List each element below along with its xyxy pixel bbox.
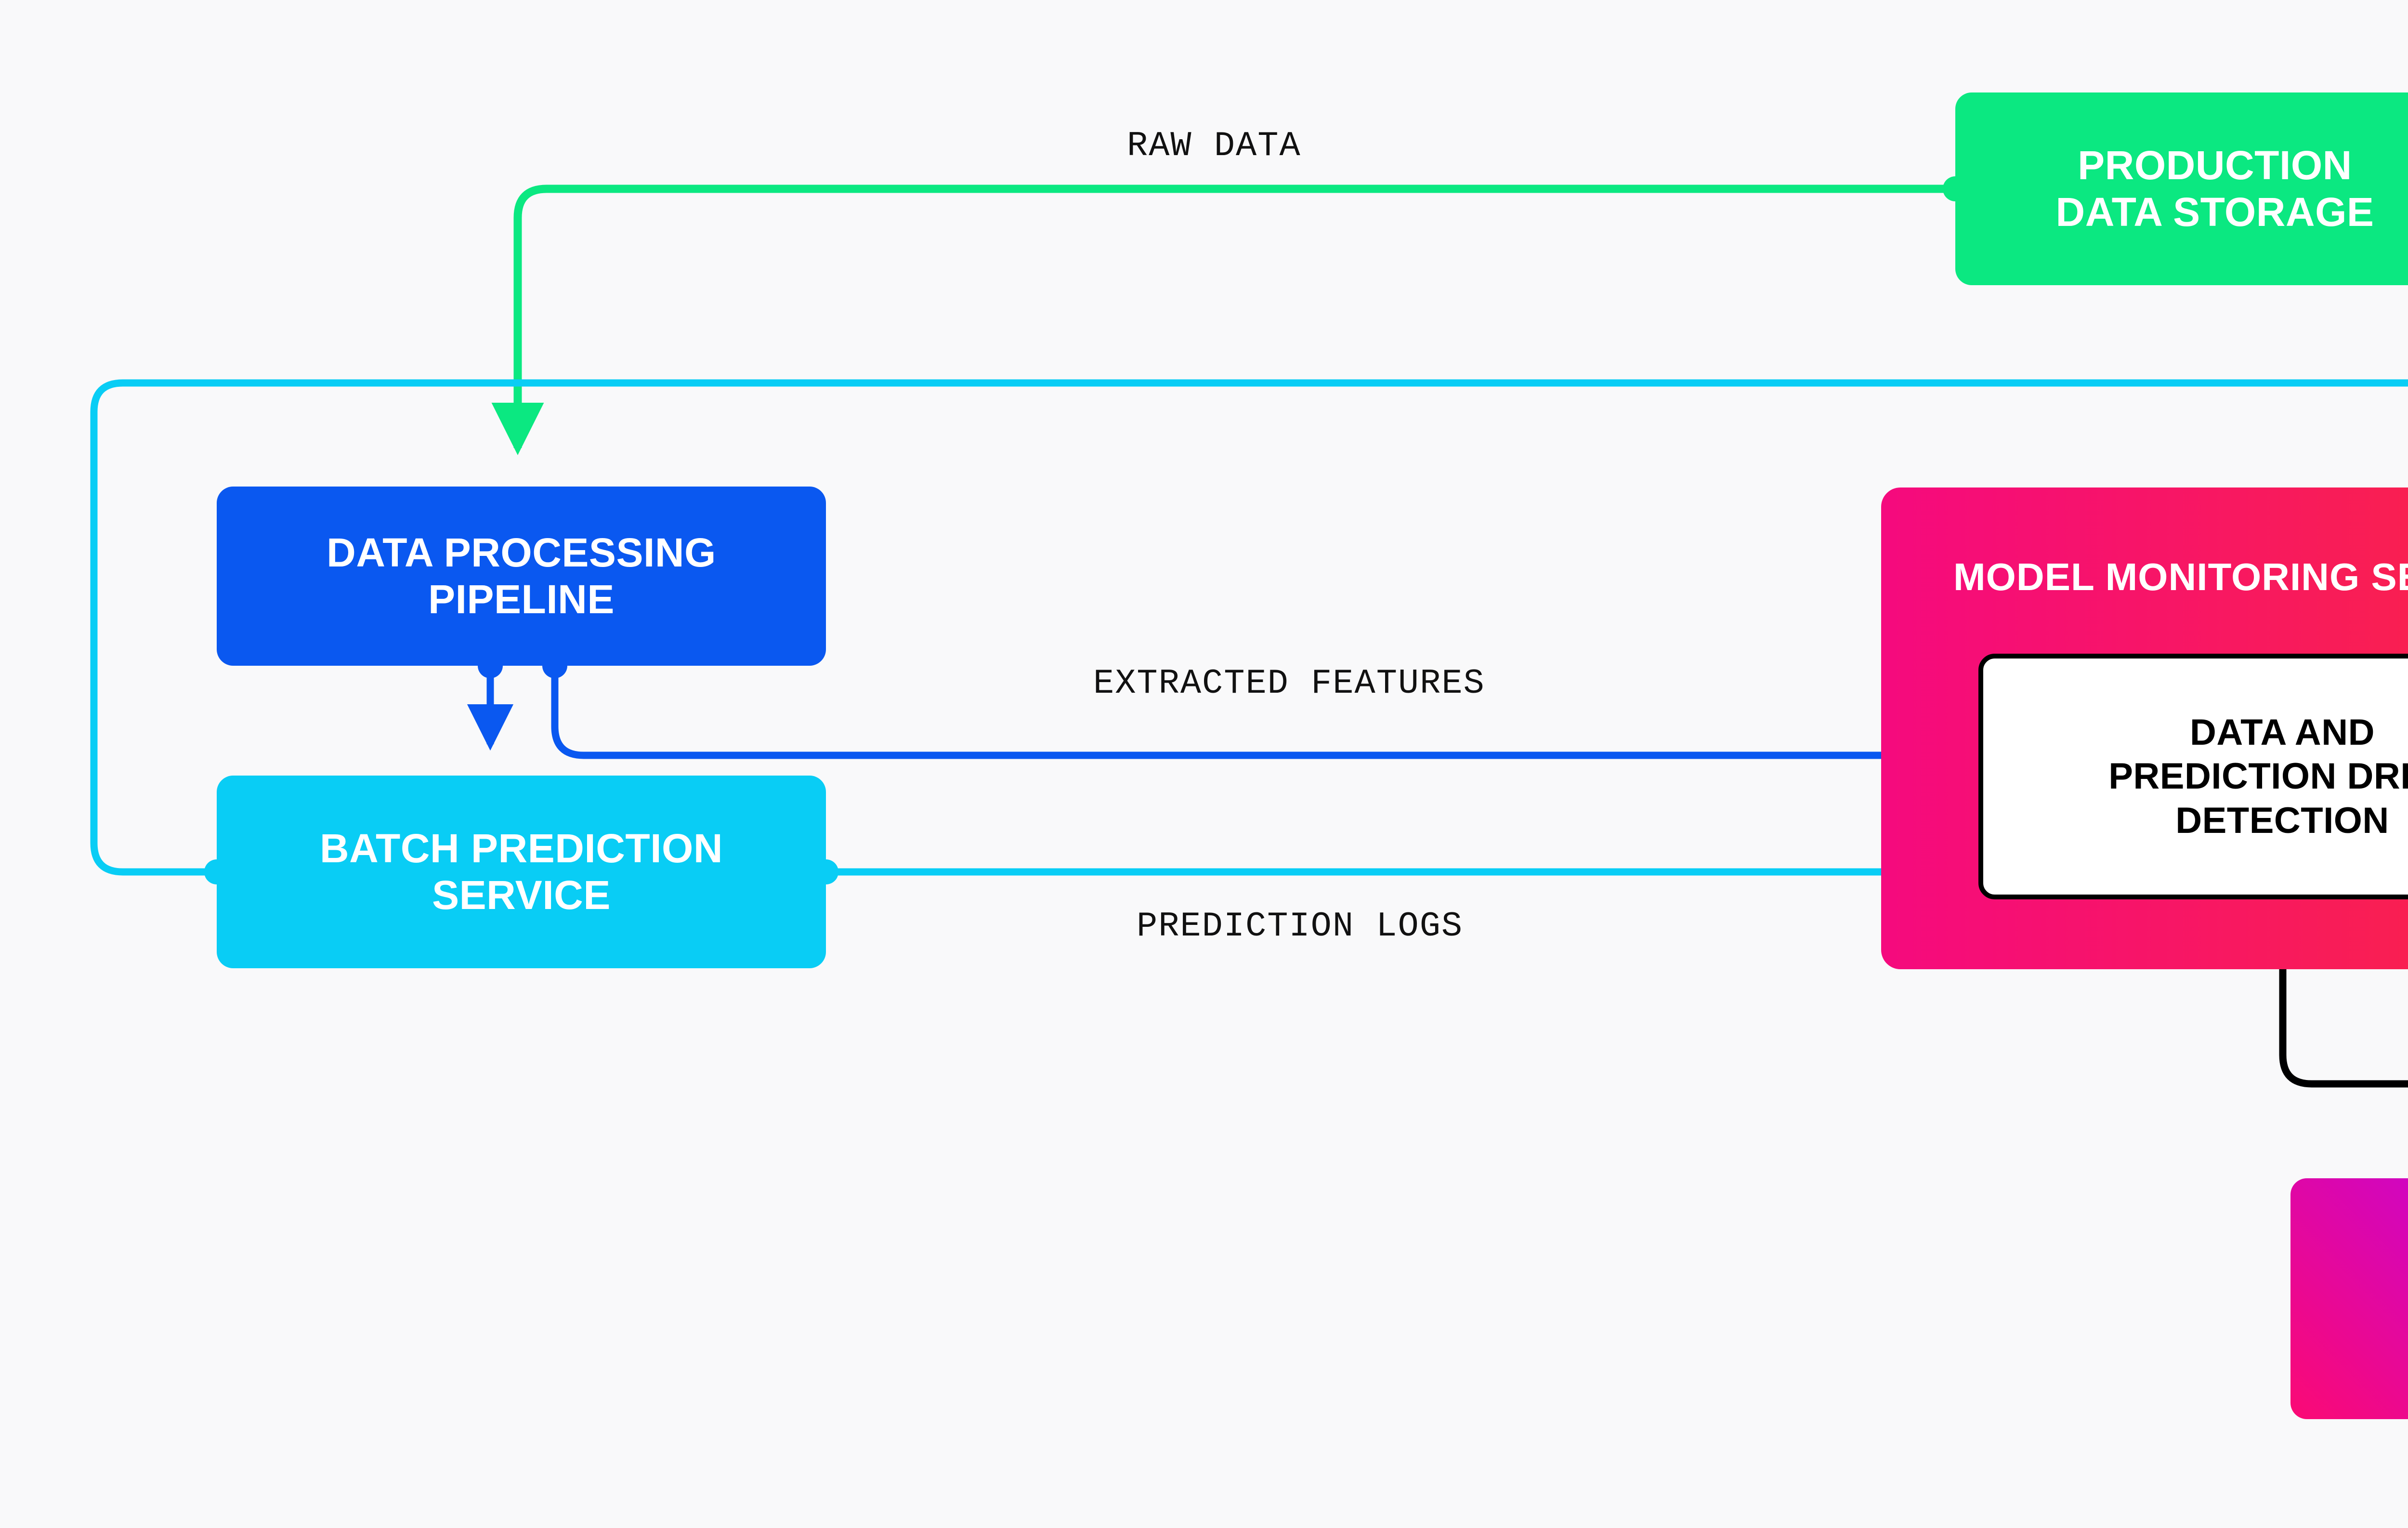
edge-label-prediction-logs: PREDICTION LOGS xyxy=(1137,907,1464,946)
edge-label-raw-data: RAW DATA xyxy=(1127,126,1301,166)
node-monitoring-and-visualization-tools[interactable]: MONITORING AND VISUALIZATION TOOLS xyxy=(2290,1178,2408,1419)
node-line-1: BATCH PREDICTION xyxy=(319,825,723,871)
node-line-2: PREDICTION DRIFT xyxy=(2108,756,2408,797)
node-line-2: DATA STORAGE xyxy=(2055,189,2374,235)
node-production-data-storage[interactable]: PRODUCTION DATA STORAGE xyxy=(1955,92,2408,285)
edge-raw-data xyxy=(491,176,1968,455)
node-data-processing-pipeline[interactable]: DATA PROCESSING PIPELINE xyxy=(217,487,826,666)
edge-label-extracted-features: EXTRACTED FEATURES xyxy=(1093,664,1485,703)
node-data-processing-pipeline-label: DATA PROCESSING PIPELINE xyxy=(217,529,826,623)
node-line-1: DATA PROCESSING xyxy=(327,529,716,575)
node-line-2: SERVICE xyxy=(432,872,611,918)
edge-pipeline-to-batch xyxy=(467,653,514,751)
edge-prediction-logs xyxy=(813,848,1950,896)
model-monitoring-service-title: MODEL MONITORING SERVICE xyxy=(1953,555,2408,598)
node-data-and-prediction-drift-detection[interactable]: DATA AND PREDICTION DRIFT DETECTION xyxy=(1978,654,2408,899)
node-batch-prediction-service-label: BATCH PREDICTION SERVICE xyxy=(217,825,826,919)
node-line-3: DETECTION xyxy=(2175,800,2389,841)
node-line-1: DATA AND xyxy=(2190,712,2375,753)
node-production-data-storage-label: PRODUCTION DATA STORAGE xyxy=(1955,142,2408,236)
node-line-1: PRODUCTION xyxy=(2078,142,2352,188)
node-monitoring-and-visualization-tools-label: MONITORING AND VISUALIZATION TOOLS xyxy=(2290,1228,2408,1369)
node-model-monitoring-service[interactable]: MODEL MONITORING SERVICE DATA AND PREDIC… xyxy=(1881,487,2408,969)
node-batch-prediction-service[interactable]: BATCH PREDICTION SERVICE xyxy=(217,776,826,968)
node-data-and-prediction-drift-detection-label: DATA AND PREDICTION DRIFT DETECTION xyxy=(1983,711,2408,843)
node-line-2: PIPELINE xyxy=(428,577,615,622)
